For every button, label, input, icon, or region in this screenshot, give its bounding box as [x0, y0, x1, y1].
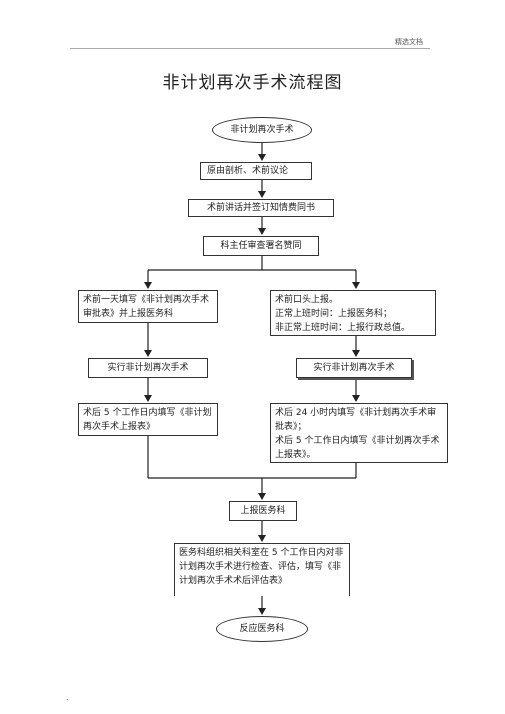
document-header-label: 精选文档 — [395, 38, 423, 46]
node-start: 非计划再次手术 — [212, 117, 312, 143]
node-right-report: 术前口头上报。 正常上班时间：上报医务科； 非正常上班时间：上报行政总值。 — [270, 290, 436, 336]
node-left-post: 术后 5 个工作日内填写《非计划再次手术上报表》 — [78, 403, 218, 436]
page-title: 非计划再次手术流程图 — [162, 73, 343, 93]
node-right-surgery: 实行非计划再次手术 — [296, 358, 412, 378]
node-evaluation: 医务科组织相关科室在 5 个工作日内对非计划再次手术进行检查、评估，填写《非计划… — [174, 543, 350, 596]
node-right-post: 术后 24 小时内填写《非计划再次手术审批表》； 术后 5 个工作日内填写《非计… — [270, 403, 448, 463]
footer-mark: . — [66, 693, 69, 702]
right-report-line-1: 术前口头上报。 — [275, 295, 339, 305]
right-post-line-2: 术后 5 个工作日内填写《非计划再次手术上报表》。 — [275, 436, 440, 460]
node-analysis: 原由剖析、术前议论 — [200, 162, 312, 180]
node-consent: 术前讲话并签订知情费同书 — [188, 199, 334, 217]
node-feedback: 反应医务科 — [216, 616, 308, 642]
right-report-line-3: 非正常上班时间：上报行政总值。 — [275, 323, 411, 333]
node-report-office: 上报医务科 — [229, 501, 297, 521]
node-director: 科主任审查署名赞同 — [203, 236, 319, 256]
node-left-surgery: 实行非计划再次手术 — [88, 358, 208, 378]
right-report-line-2: 正常上班时间：上报医务科； — [275, 309, 393, 319]
header-divider — [70, 48, 430, 49]
node-left-report: 术前一天填写《非计划再次手术审批表》并上报医务科 — [78, 290, 218, 323]
right-post-line-1: 术后 24 小时内填写《非计划再次手术审批表》； — [275, 408, 437, 432]
